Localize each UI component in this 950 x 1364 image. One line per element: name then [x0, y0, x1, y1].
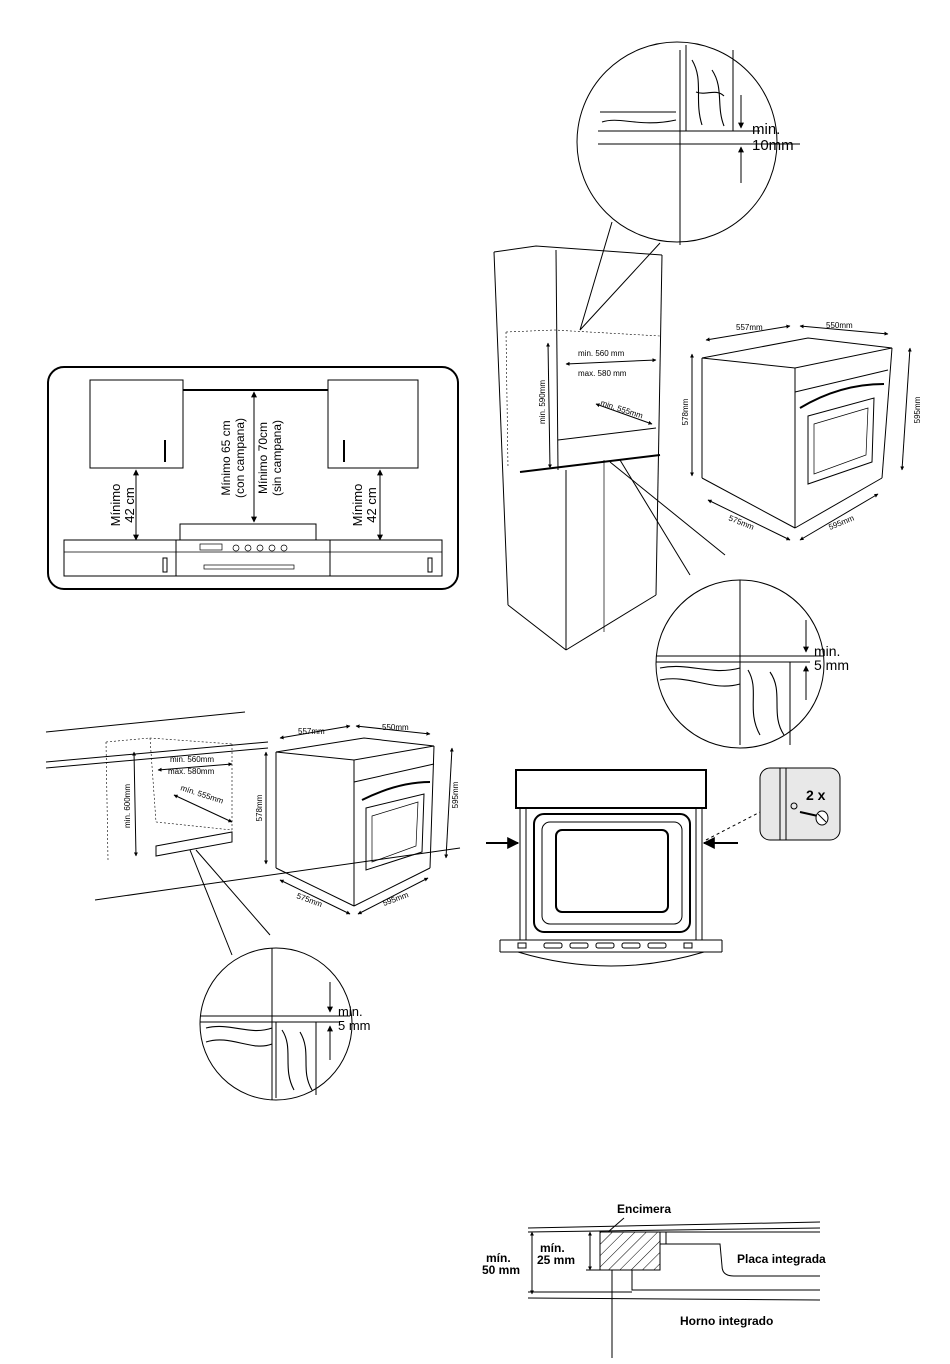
without-hood-label: Mínimo 70cm	[256, 422, 270, 494]
min-gap-label: mín.	[540, 1241, 565, 1255]
bottom-detail-min: min.	[338, 1004, 363, 1019]
oven-front-fixing: 2 x	[486, 767, 841, 967]
oven-left: 557mm 550mm 578mm 595mm 575mm 595mm	[255, 723, 460, 915]
undercounter-installation: min. 600mm min. 560mm max. 580mm mín. 55…	[45, 711, 461, 901]
min-total-value: 50 mm	[482, 1263, 520, 1277]
undercounter-width-max: max. 580mm	[168, 767, 215, 776]
fixing-screw-icon	[799, 810, 829, 826]
wood-grain-icon	[601, 119, 677, 124]
oven-left-bottom-right: 595mm	[382, 890, 410, 908]
oven-right-side-height: 595mm	[913, 396, 922, 423]
oven-right-bottom-right: 595mm	[827, 513, 855, 531]
right-detail-min: min.	[814, 643, 840, 659]
undercounter-depth: mín. 555mm	[179, 783, 224, 805]
oven-left-front-height: 578mm	[255, 794, 264, 821]
undercounter-height: min. 600mm	[123, 784, 132, 828]
oven-right-top-width: 557mm	[736, 323, 763, 332]
hood-clearance-panel: Mínimo 42 cm Mínimo 42 cm Mínimo 65 cm (…	[47, 366, 459, 590]
undercounter-width-min: min. 560mm	[170, 755, 214, 764]
integrated-hob-label: Placa integrada	[737, 1252, 826, 1266]
oven-right-top-depth: 550mm	[826, 321, 853, 330]
cabinet-depth: min. 555mm	[599, 398, 644, 420]
oven-left-top-width: 557mm	[298, 727, 325, 736]
panel-frame	[47, 366, 459, 590]
min-gap-value: 25 mm	[537, 1253, 575, 1267]
cabinet-width-max: max. 580 mm	[578, 369, 627, 378]
oven-left-top-depth: 550mm	[382, 723, 409, 732]
wall-cabinet-right	[327, 379, 419, 469]
left-min-value: 42 cm	[122, 487, 137, 522]
right-detail-value: 5 mm	[814, 657, 849, 673]
with-hood-label: Mínimo 65 cm	[219, 420, 233, 495]
cabinet-height-label: min. 590mm	[538, 380, 547, 424]
tall-cabinet: min. 590mm min. 560 mm max. 580 mm min. …	[493, 245, 663, 651]
cabinet-width-min: min. 560 mm	[578, 349, 625, 358]
oven-right: 557mm 550mm 578mm 595mm 575mm 595mm	[681, 321, 922, 541]
bottom-detail-value: 5 mm	[338, 1018, 371, 1033]
right-min-label: Mínimo	[350, 484, 365, 527]
without-hood-note: (sin campana)	[270, 420, 284, 496]
screw-count: 2 x	[806, 787, 826, 803]
right-min-value: 42 cm	[364, 487, 379, 522]
counter-section: Encimera mín. 50 mm mín. 25 mm Placa int…	[482, 1202, 826, 1358]
wall-cabinet-left	[89, 379, 184, 469]
detail-circle-top: min. 10mm	[576, 41, 800, 331]
detail-circle-bottom: min. 5 mm	[189, 849, 371, 1101]
oven-left-side-height: 595mm	[451, 781, 460, 808]
with-hood-note: (con campana)	[233, 418, 247, 498]
min-total-label: mín.	[486, 1251, 511, 1265]
integrated-oven-label: Horno integrado	[680, 1314, 773, 1328]
countertop-label: Encimera	[617, 1202, 671, 1216]
top-detail-value: 10mm	[752, 137, 794, 154]
base-cabinets	[63, 539, 443, 577]
left-min-label: Mínimo	[108, 484, 123, 527]
countertop-hatch	[599, 1231, 661, 1271]
detail-circle-right: min. 5 mm	[609, 459, 849, 749]
oven-right-front-height: 578mm	[681, 398, 690, 425]
top-detail-min: min.	[752, 121, 780, 138]
hob	[179, 523, 317, 541]
